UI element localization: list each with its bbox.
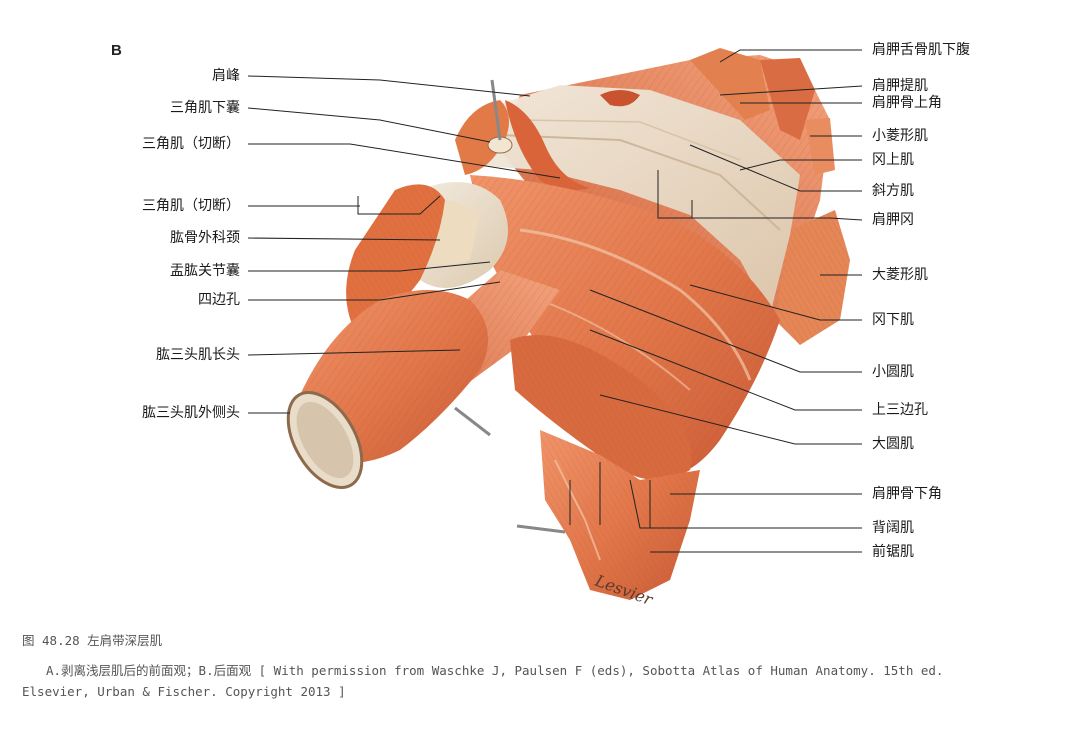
label-subdeltoid-bursa: 三角肌下囊 (170, 100, 240, 116)
label-latissimus-dorsi: 背阔肌 (872, 520, 914, 536)
latissimus-region (540, 430, 700, 600)
label-triangular-space: 上三边孔 (872, 402, 928, 418)
label-teres-major: 大圆肌 (872, 436, 914, 452)
label-quadrangular-space: 四边孔 (198, 292, 240, 308)
dissection-pins (454, 79, 566, 534)
label-scapular-spine: 肩胛冈 (872, 212, 914, 228)
muscle-illustration: Lesvier (247, 48, 863, 610)
label-joint-capsule: 盂肱关节囊 (170, 263, 240, 279)
label-trapezius: 斜方肌 (872, 183, 914, 199)
label-rhomboid-minor: 小菱形肌 (872, 128, 928, 144)
anatomy-figure: Lesvier B 肩峰 三角肌下囊 三角肌（切断） 三角肌（切断） 肱骨外科颈… (111, 42, 970, 610)
label-rhomboid-major: 大菱形肌 (872, 267, 928, 283)
infraspinatus-region (470, 175, 780, 476)
upper-arm (286, 290, 488, 489)
label-triceps-long-head: 肱三头肌长头 (156, 347, 240, 363)
label-superior-angle: 肩胛骨上角 (872, 95, 942, 111)
label-teres-minor: 小圆肌 (872, 364, 914, 380)
leader-lines-right (569, 49, 863, 553)
label-acromion: 肩峰 (212, 68, 240, 84)
deltoid-arm-stump (346, 184, 445, 340)
label-surgical-neck: 肱骨外科颈 (170, 230, 240, 246)
label-deltoid-cut-2: 三角肌（切断） (142, 198, 240, 214)
label-triceps-lateral-head: 肱三头肌外侧头 (142, 405, 240, 421)
label-infraspinatus: 冈下肌 (872, 312, 914, 328)
teres-major (510, 335, 692, 480)
label-serratus-anterior: 前锯肌 (872, 544, 914, 560)
label-inferior-angle: 肩胛骨下角 (872, 486, 942, 502)
figure-caption-line1: A.剥离浅层肌后的前面观；B.后面观 [ With permission fro… (46, 663, 944, 678)
leader-lines-left (247, 75, 561, 414)
label-supraspinatus: 冈上肌 (872, 152, 914, 168)
label-deltoid-cut-1: 三角肌（切断） (142, 136, 240, 152)
figure-caption-title: 图 48.28 左肩带深层肌 (22, 633, 163, 648)
panel-letter: B (111, 42, 122, 59)
label-omohyoid: 肩胛舌骨肌下腹 (872, 42, 970, 58)
scapula-region (470, 48, 850, 345)
label-levator-scapulae: 肩胛提肌 (872, 78, 928, 94)
figure-caption-line2: Elsevier, Urban & Fischer. Copyright 201… (22, 684, 346, 699)
deltoid-cut (455, 90, 640, 191)
